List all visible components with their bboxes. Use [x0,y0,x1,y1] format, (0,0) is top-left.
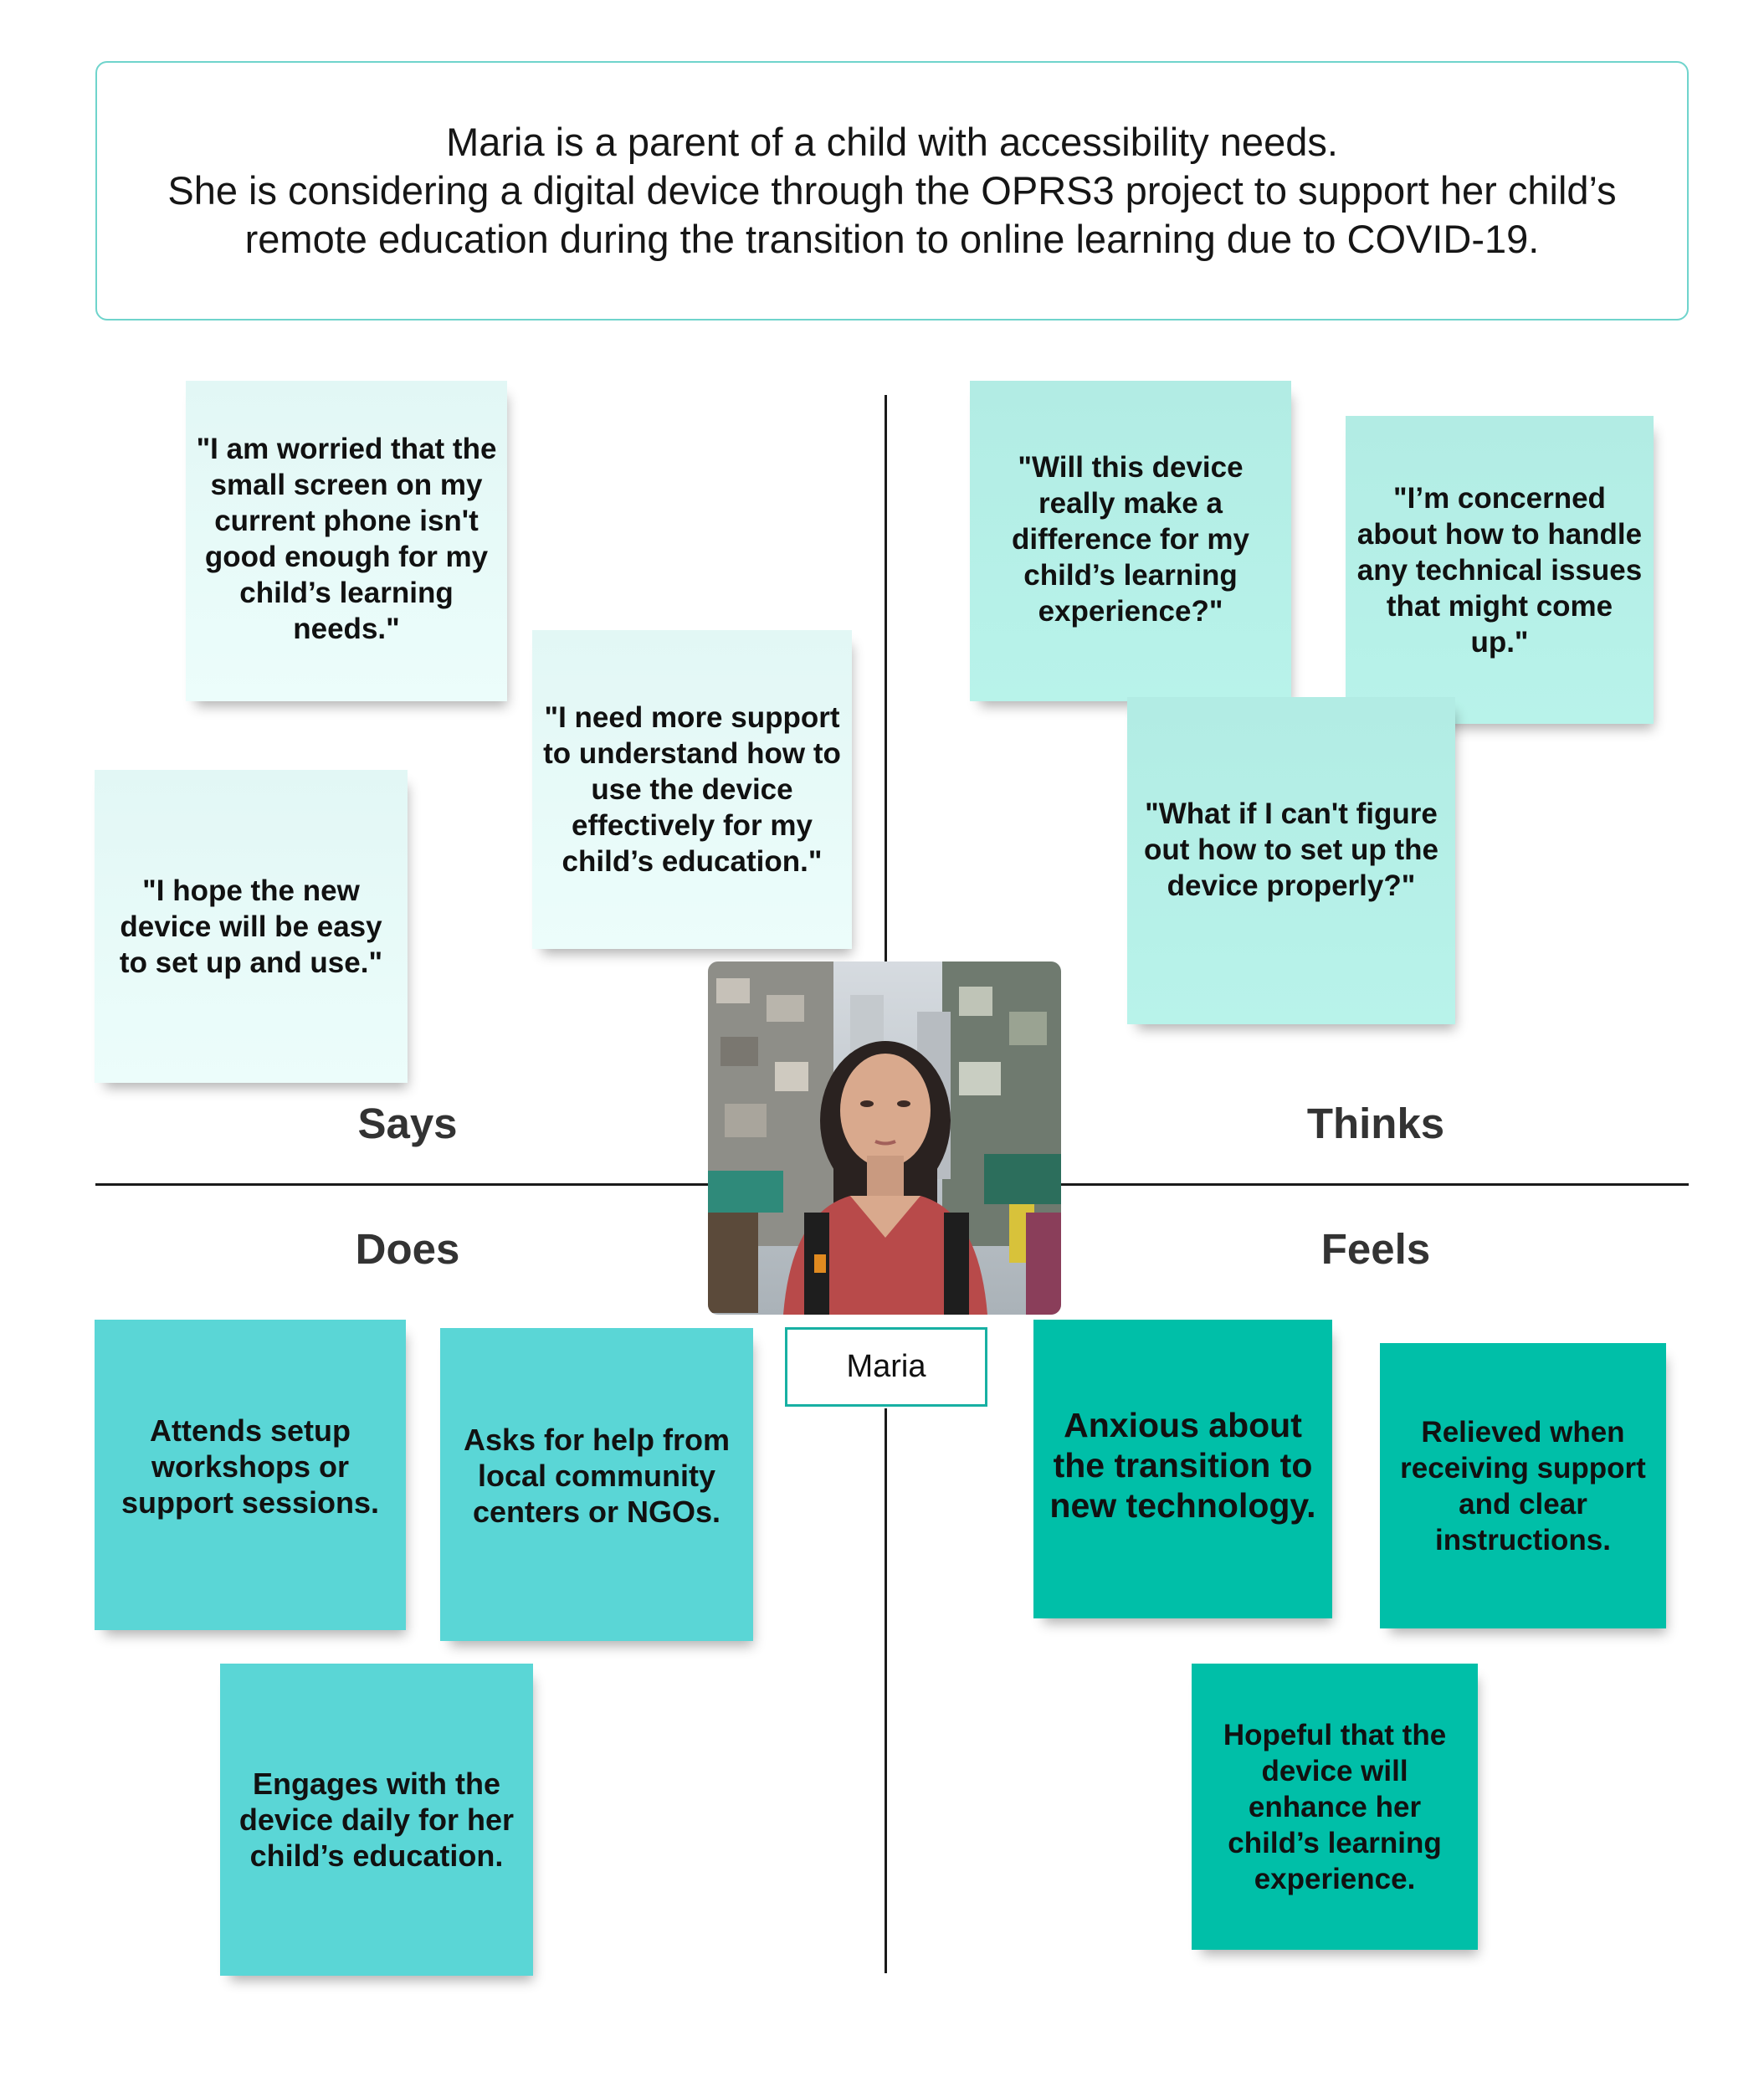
thinks-note: "I’m concerned about how to handle any t… [1346,416,1654,724]
intro-line-3: remote education during the transition t… [244,217,1540,261]
does-note: Engages with the device daily for her ch… [220,1664,533,1976]
feels-note: Hopeful that the device will enhance her… [1192,1664,1478,1950]
divider-vertical-bottom [885,1408,887,1973]
thinks-note: "What if I can't figure out how to set u… [1127,697,1455,1024]
persona-name-box: Maria [785,1327,987,1407]
says-note: "I am worried that the small screen on m… [186,381,507,701]
feels-note: Relieved when receiving support and clea… [1380,1343,1666,1628]
says-note: "I hope the new device will be easy to s… [95,770,408,1083]
quadrant-label-says: Says [357,1100,458,1147]
quadrant-label-feels: Feels [1320,1225,1431,1273]
intro-statement: Maria is a parent of a child with access… [95,61,1689,321]
persona-photo [708,962,1061,1315]
does-note: Asks for help from local community cente… [440,1328,753,1641]
persona-name: Maria [846,1349,926,1384]
intro-line-2: She is considering a digital device thro… [167,168,1617,213]
intro-line-1: Maria is a parent of a child with access… [446,120,1338,164]
divider-horizontal-left [95,1183,708,1186]
thinks-note: "Will this device really make a differen… [970,381,1291,701]
does-note: Attends setup workshops or support sessi… [95,1320,406,1630]
divider-horizontal-right [1061,1183,1689,1186]
divider-vertical-top [885,395,887,963]
quadrant-label-does: Does [355,1225,460,1273]
says-note: "I need more support to understand how t… [532,630,852,949]
quadrant-label-thinks: Thinks [1306,1100,1445,1147]
feels-note: Anxious about the transition to new tech… [1033,1320,1332,1618]
